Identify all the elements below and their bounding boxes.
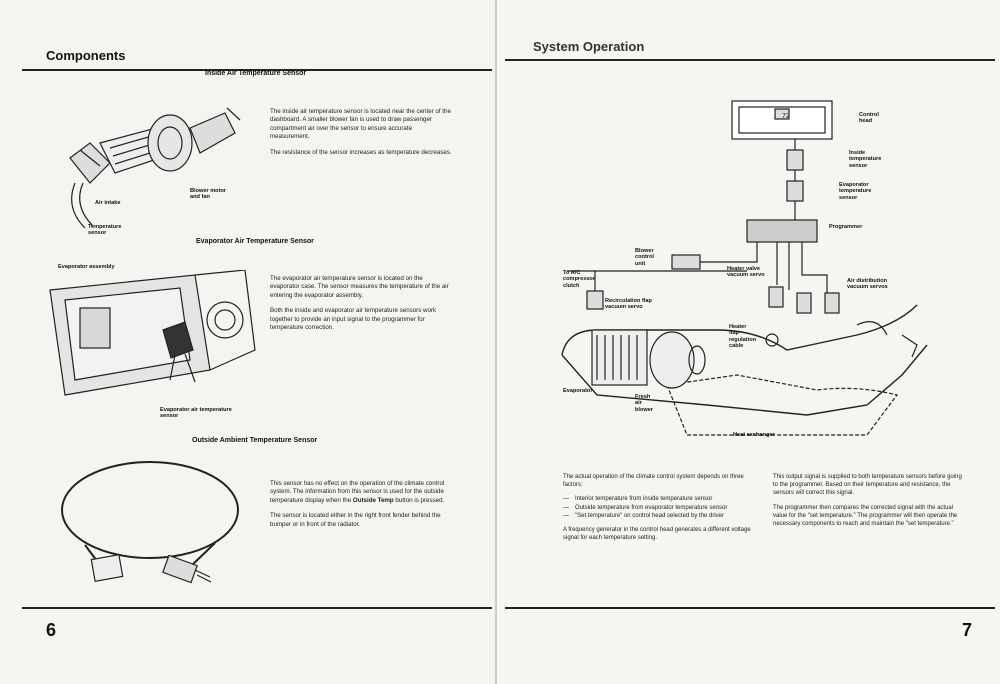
footer-rule <box>22 607 492 609</box>
left-page: Components Inside Air Temperature Sensor… <box>0 0 497 684</box>
label-programmer: Programmer <box>829 224 863 230</box>
paragraph: The sensor is located either in the righ… <box>270 512 441 528</box>
evaporator-illustration <box>49 270 256 396</box>
label-evaporator-assembly: Evaporator assembly <box>58 264 115 270</box>
section-title-inside: Inside Air Temperature Sensor <box>205 70 307 77</box>
paragraph: This sensor has no effect on the operati… <box>270 480 445 504</box>
paragraph: The inside air temperature sensor is loc… <box>270 108 451 141</box>
label-blower-control: Blower control unit <box>635 248 654 267</box>
display-readout: 72 <box>782 113 790 120</box>
section-title-evaporator: Evaporator Air Temperature Sensor <box>196 238 314 245</box>
outside-sensor-text: This sensor has no effect on the operati… <box>270 480 452 536</box>
label-inside-sensor: Inside temperature sensor <box>849 150 882 169</box>
label-temperature-sensor: Temperature sensor <box>88 224 122 237</box>
page-header: System Operation <box>533 39 645 54</box>
header-rule <box>505 59 995 61</box>
header-rule <box>22 69 492 71</box>
text-column-1: The actual operation of the climate cont… <box>563 473 753 548</box>
page-header: Components <box>46 48 126 63</box>
system-diagram: 72 <box>561 100 928 436</box>
label-blower-motor: Blower motor and fan <box>190 188 227 201</box>
paragraph: Both the inside and evaporator air tempe… <box>270 307 437 332</box>
paragraph: The actual operation of the climate cont… <box>563 474 744 489</box>
paragraph: The resistance of the sensor increases a… <box>270 148 452 156</box>
paragraph: The programmer then compares the correct… <box>773 504 958 528</box>
paragraph: The evaporator air temperature sensor is… <box>270 275 449 299</box>
list-item: "Set temperature" on control head select… <box>563 512 753 520</box>
list-item: Outside temperature from evaporator temp… <box>563 504 753 512</box>
label-ac-clutch: To A/C compressor clutch <box>563 270 596 289</box>
evaporator-sensor-text: The evaporator air temperature sensor is… <box>270 275 452 339</box>
label-heater-valve-servo: Heater valve vacuum servo <box>727 266 765 279</box>
inside-sensor-illustration <box>69 107 241 229</box>
paragraph: This output signal is supplied to both t… <box>773 474 962 497</box>
label-air-distribution-servos: Air distribution vacuum servos <box>847 278 888 291</box>
label-evaporator-sensor: Evaporator temperature sensor <box>839 182 872 201</box>
label-air-intake: Air intake <box>95 200 121 206</box>
section-title-outside: Outside Ambient Temperature Sensor <box>192 437 318 444</box>
list-item: Interior temperature from inside tempera… <box>563 495 753 503</box>
label-evaporator: Evaporator <box>563 388 593 394</box>
footer-rule <box>505 607 995 609</box>
factor-list: Interior temperature from inside tempera… <box>563 495 753 520</box>
label-heater-flap-cable: Heater flap regulation cable <box>729 324 757 350</box>
label-fresh-air-blower: Fresh air blower <box>635 394 654 413</box>
right-page: System Operation <box>497 0 1000 684</box>
page-number: 6 <box>46 620 57 640</box>
paragraph: A frequency generator in the control hea… <box>563 527 751 542</box>
label-heat-exchanger: Heat exchanger <box>733 432 775 438</box>
label-evaporator-sensor: Evaporator air temperature sensor <box>160 407 232 420</box>
label-control-head: Control head <box>859 112 879 125</box>
outside-sensor-illustration <box>61 461 239 584</box>
text-column-2: This output signal is supplied to both t… <box>773 473 963 534</box>
page-number: 7 <box>962 620 973 640</box>
label-recirculation-servo: Recirculation flap vacuum servo <box>605 298 652 311</box>
inside-sensor-text: The inside air temperature sensor is loc… <box>270 108 452 164</box>
